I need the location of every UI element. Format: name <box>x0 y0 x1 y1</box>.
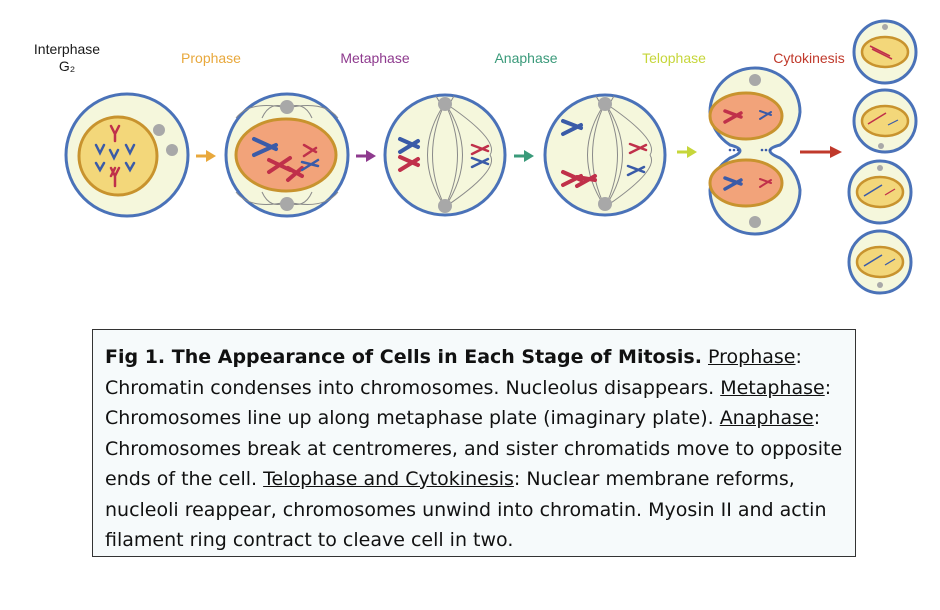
anaphase-chromosomes <box>561 119 648 188</box>
prophase-nucleus <box>234 117 338 193</box>
caption-metaphase-term: Metaphase <box>720 376 825 399</box>
daughter-cell <box>852 88 918 154</box>
anaphase-cell <box>543 93 667 217</box>
caption-telophase-term: Telophase and Cytokinesis <box>263 468 514 490</box>
centrosome <box>598 197 612 211</box>
centrosome <box>280 197 294 211</box>
caption-title: Fig 1. The Appearance of Cells in Each S… <box>105 346 702 368</box>
centrosome <box>438 199 452 213</box>
telophase-label: Telophase <box>642 50 706 66</box>
centrosome <box>749 74 761 86</box>
caption-anaphase-text: : Chromosomes break at centromeres, and … <box>105 407 843 490</box>
centrosome <box>166 144 178 156</box>
telophase-nucleus-top <box>708 91 784 141</box>
prophase-chromosomes <box>252 137 320 182</box>
caption-prophase-text: : Chromatin condenses into chromosomes. … <box>105 346 802 399</box>
centrosome <box>438 97 452 111</box>
spindle-fibers <box>587 95 652 208</box>
metaphase-label: Metaphase <box>340 50 409 66</box>
interphase-cell <box>64 92 190 218</box>
prophase-cell <box>224 92 350 218</box>
caption-anaphase-term: Anaphase <box>719 407 814 429</box>
daughter-cell <box>847 229 913 295</box>
daughter-cell <box>852 19 918 85</box>
caption-prophase-term: Prophase <box>708 346 796 368</box>
arrow-metaphase-to-anaphase <box>514 150 534 162</box>
telophase-chromosomes <box>723 109 772 191</box>
centrosome <box>153 124 165 136</box>
centrosome <box>749 216 761 228</box>
daughter-cell <box>847 159 913 225</box>
telophase-cell <box>708 66 802 236</box>
arrow-telophase-to-cytokinesis <box>800 146 842 158</box>
telophase-nucleus-bottom <box>708 158 784 208</box>
arrow-prophase-to-metaphase <box>356 150 376 162</box>
mitosis-diagram: Interphase G₂ Prophase Metaphase Anaphas… <box>34 19 918 295</box>
arrow-interphase-to-prophase <box>196 150 216 162</box>
interphase-nucleus <box>77 115 159 197</box>
centrosome <box>598 97 612 111</box>
prophase-label: Prophase <box>181 50 241 66</box>
caption-telophase-text: : Nuclear membrane reforms, nucleoli rea… <box>105 468 827 551</box>
anaphase-label: Anaphase <box>494 50 557 66</box>
interphase-label: Interphase <box>34 41 100 57</box>
arrow-anaphase-to-telophase <box>677 146 697 158</box>
interphase-chromosomes <box>94 124 136 188</box>
metaphase-cell <box>383 93 507 217</box>
centrosome <box>280 100 294 114</box>
metaphase-chromosomes <box>398 137 490 172</box>
g2-label: G₂ <box>59 58 75 74</box>
caption-metaphase-text: : Chromosomes line up along metaphase pl… <box>105 376 832 430</box>
cytokinesis-label: Cytokinesis <box>773 50 845 66</box>
contractile-ring <box>728 148 772 152</box>
figure-caption: Fig 1. The Appearance of Cells in Each S… <box>92 329 856 557</box>
